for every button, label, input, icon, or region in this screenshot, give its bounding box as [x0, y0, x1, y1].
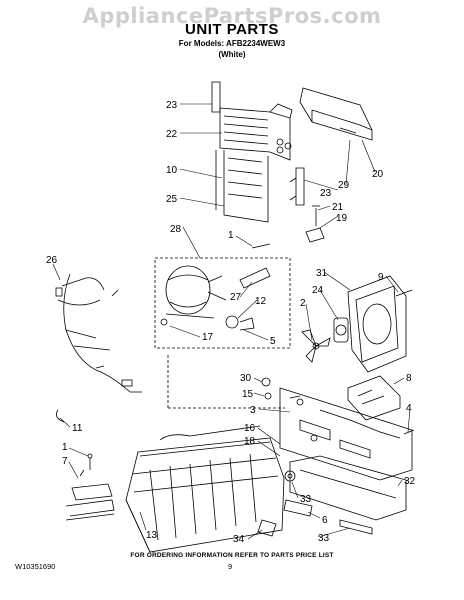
callout-19: 19: [336, 213, 348, 224]
callout-21: 21: [332, 202, 344, 213]
wire-assembly: [65, 469, 115, 521]
clip: [283, 499, 313, 517]
callout-9: 9: [378, 272, 384, 283]
compressor: [160, 265, 271, 331]
callout-20: 20: [372, 169, 384, 180]
callout-3: 3: [250, 405, 256, 416]
callout-26: 26: [46, 255, 58, 266]
ordering-note: FOR ORDERING INFORMATION REFER TO PARTS …: [130, 552, 334, 559]
model-subtitle: For Models: AFB2234WEW3 (White): [0, 38, 464, 60]
callout-12: 12: [255, 296, 267, 307]
callout-34: 34: [233, 534, 245, 545]
callout-16: 16: [244, 423, 256, 434]
callout-32: 32: [404, 476, 416, 487]
callout-24: 24: [312, 285, 324, 296]
callout-1b: 1: [62, 442, 68, 453]
color-line: (White): [218, 50, 246, 59]
callout-29: 29: [338, 180, 350, 191]
callout-23: 23: [166, 100, 178, 111]
compressor-group-box: [154, 257, 291, 409]
wiring-harness: [55, 273, 142, 393]
base-pan: [279, 387, 415, 481]
callout-27: 27: [230, 292, 242, 303]
screw-head: [87, 453, 93, 459]
callout-4: 4: [406, 403, 412, 414]
document-number: W10351690: [15, 562, 56, 571]
screw-clip: [305, 205, 325, 243]
grommet-inner: [287, 473, 293, 479]
callout-10: 10: [166, 165, 178, 176]
callout-7: 7: [62, 456, 68, 467]
screw: [251, 243, 271, 249]
callout-33b: 33: [318, 533, 330, 544]
callout-8: 8: [406, 373, 412, 384]
fan-blade: [301, 329, 331, 363]
condenser-shroud: [299, 87, 373, 141]
tube: [257, 519, 277, 537]
leader-lines: [52, 103, 411, 540]
condenser-assembly: [211, 81, 293, 223]
callout-1: 1: [228, 230, 234, 241]
page-title: UNIT PARTS: [185, 21, 279, 38]
callout-2: 2: [300, 298, 306, 309]
callout-30: 30: [240, 373, 252, 384]
drain-pan: [289, 455, 407, 521]
callout-numbers: 23 22 10 25 28 1 26 27 12 17 5 21 19 20 …: [46, 100, 416, 545]
callout-23b: 23: [320, 188, 332, 199]
callout-17: 17: [202, 332, 214, 343]
callout-28: 28: [170, 224, 182, 235]
watermark: AppliancePartsPros.com: [82, 4, 382, 28]
callout-15: 15: [242, 389, 254, 400]
bracket: [289, 167, 305, 206]
callout-11: 11: [72, 423, 83, 434]
callout-25: 25: [166, 194, 178, 205]
fan-bracket: [347, 275, 407, 373]
callout-22: 22: [166, 129, 178, 140]
control-bracket: [347, 375, 401, 421]
model-line: For Models: AFB2234WEW3: [178, 39, 286, 48]
fan-motor: [333, 317, 349, 343]
callout-31: 31: [316, 268, 328, 279]
callout-6: 6: [322, 515, 328, 526]
pad: [339, 519, 373, 535]
coil: [125, 425, 285, 553]
grommet: [284, 470, 296, 482]
clip: [56, 409, 65, 423]
callout-33: 33: [300, 494, 312, 505]
callout-13: 13: [146, 530, 158, 541]
callout-5: 5: [270, 336, 276, 347]
page-number: 9: [228, 562, 233, 571]
screw: [395, 289, 413, 297]
callout-18: 18: [244, 436, 256, 447]
